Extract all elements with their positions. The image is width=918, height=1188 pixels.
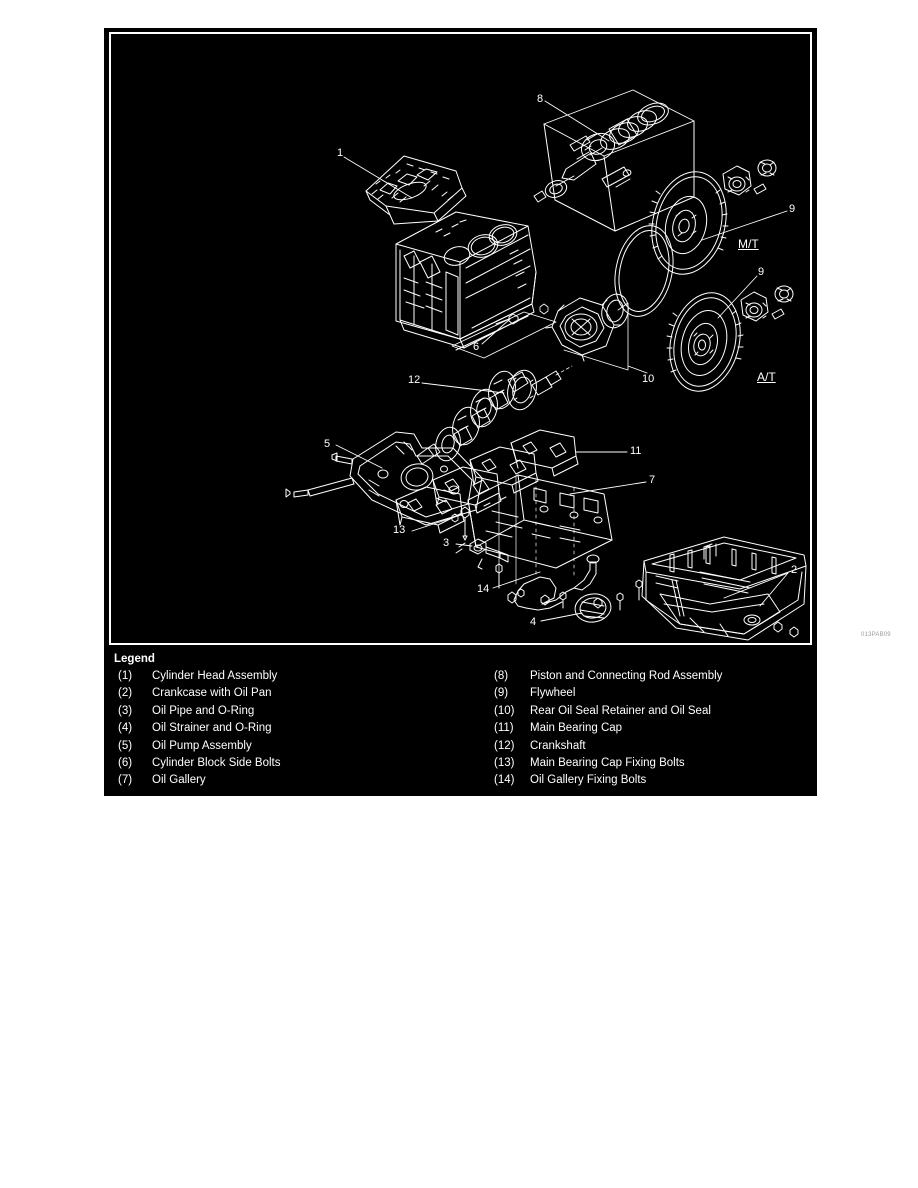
part-cylinder-head-assembly bbox=[365, 155, 467, 225]
part-cylinder-block bbox=[395, 211, 557, 359]
legend-item-label: Rear Oil Seal Retainer and Oil Seal bbox=[530, 704, 711, 717]
legend-item: (9) Flywheel bbox=[494, 687, 814, 704]
legend-item-label: Oil Strainer and O-Ring bbox=[152, 722, 272, 735]
legend-item: (12) Crankshaft bbox=[494, 740, 814, 757]
legend-item-number: (2) bbox=[118, 687, 133, 700]
callout-2: 2 bbox=[791, 564, 798, 576]
callout-1: 1 bbox=[337, 147, 344, 159]
legend-item-label: Oil Gallery bbox=[152, 774, 206, 787]
legend-item-label: Crankcase with Oil Pan bbox=[152, 687, 272, 700]
legend-title: Legend bbox=[114, 653, 155, 665]
legend-block: Legend (1) Cylinder Head Assembly (2) Cr… bbox=[104, 652, 817, 796]
legend-item-number: (14) bbox=[494, 774, 515, 787]
callout-leader-lines bbox=[335, 100, 789, 622]
part-flywheel-at bbox=[666, 285, 794, 392]
part-crankcase-with-oil-pan bbox=[635, 536, 807, 641]
figure-code: 013PAB09 bbox=[861, 632, 891, 638]
part-main-bearing-cap-fixing-bolts bbox=[451, 506, 470, 541]
legend-item-number: (8) bbox=[494, 670, 509, 682]
callout-14: 14 bbox=[477, 583, 490, 595]
legend-item: (6) Cylinder Block Side Bolts bbox=[118, 757, 448, 774]
legend-item-label: Main Bearing Cap bbox=[530, 722, 623, 735]
drawing-frame-border bbox=[109, 32, 812, 645]
legend-item-label: Piston and Connecting Rod Assembly bbox=[530, 670, 723, 682]
callout-7: 7 bbox=[649, 474, 656, 486]
legend-item-label: Flywheel bbox=[530, 687, 576, 700]
callout-13: 13 bbox=[393, 524, 406, 536]
legend-item-number: (13) bbox=[494, 756, 515, 769]
legend-item: (1) Cylinder Head Assembly bbox=[118, 670, 448, 687]
callout-12: 12 bbox=[408, 374, 421, 386]
legend-item: (7) Oil Gallery bbox=[118, 774, 448, 791]
engine-exploded-view-figure: 1 8 9 9 6 10 12 5 11 7 13 3 14 2 4 M/T A… bbox=[104, 28, 891, 796]
legend-item: (4) Oil Strainer and O-Ring bbox=[118, 722, 448, 739]
callout-5: 5 bbox=[324, 438, 331, 450]
part-rear-oil-seal-retainer bbox=[545, 225, 674, 371]
legend-column-right: (8) Piston and Connecting Rod Assembly (… bbox=[494, 670, 814, 792]
part-oil-pump-assembly bbox=[285, 431, 483, 526]
callout-9-at: 9 bbox=[758, 266, 765, 278]
part-oil-gallery bbox=[467, 474, 613, 585]
legend-item: (2) Crankcase with Oil Pan bbox=[118, 687, 448, 704]
callout-4: 4 bbox=[530, 616, 537, 628]
callout-10: 10 bbox=[642, 373, 655, 385]
part-piston-connecting-rod-assembly bbox=[533, 89, 695, 232]
part-cylinder-block-side-bolts bbox=[495, 303, 549, 325]
part-oil-strainer-and-oring bbox=[513, 554, 612, 623]
legend-item: (10) Rear Oil Seal Retainer and Oil Seal bbox=[494, 705, 814, 722]
legend-item-label: Oil Pump Assembly bbox=[152, 739, 252, 752]
legend-item: (5) Oil Pump Assembly bbox=[118, 740, 448, 757]
callout-3: 3 bbox=[443, 537, 450, 549]
legend-item-number: (1) bbox=[118, 670, 133, 682]
callout-6: 6 bbox=[473, 341, 480, 353]
variant-label-at: A/T bbox=[757, 370, 776, 384]
legend-item-label: Oil Gallery Fixing Bolts bbox=[530, 774, 647, 787]
legend-item-number: (11) bbox=[494, 722, 514, 735]
legend-item-number: (12) bbox=[494, 739, 515, 752]
legend-item-number: (9) bbox=[494, 687, 509, 700]
legend-item-number: (7) bbox=[118, 774, 133, 787]
legend-item-label: Cylinder Head Assembly bbox=[152, 670, 278, 682]
engine-diagram-drawing bbox=[285, 89, 807, 641]
legend-item-number: (6) bbox=[118, 756, 133, 769]
legend-item-label: Oil Pipe and O-Ring bbox=[152, 704, 255, 717]
legend-item: (13) Main Bearing Cap Fixing Bolts bbox=[494, 757, 814, 774]
legend-item-number: (10) bbox=[494, 704, 515, 717]
legend-item: (3) Oil Pipe and O-Ring bbox=[118, 705, 448, 722]
legend-column-left: (1) Cylinder Head Assembly (2) Crankcase… bbox=[118, 670, 448, 792]
variant-label-mt: M/T bbox=[738, 237, 759, 251]
callout-8: 8 bbox=[537, 93, 544, 105]
legend-item: (8) Piston and Connecting Rod Assembly bbox=[494, 670, 814, 687]
part-flywheel-mt bbox=[648, 159, 777, 275]
legend-item-number: (3) bbox=[118, 704, 133, 717]
legend-item-label: Main Bearing Cap Fixing Bolts bbox=[530, 756, 685, 769]
legend-item-label: Crankshaft bbox=[530, 739, 586, 752]
part-main-bearing-caps bbox=[395, 429, 579, 534]
legend-item-number: (4) bbox=[118, 722, 133, 735]
callout-9-mt: 9 bbox=[789, 203, 796, 215]
legend-item-label: Cylinder Block Side Bolts bbox=[152, 756, 281, 769]
callout-11: 11 bbox=[630, 445, 642, 457]
legend-item: (11) Main Bearing Cap bbox=[494, 722, 814, 739]
legend-item-number: (5) bbox=[118, 739, 133, 752]
legend-item: (14) Oil Gallery Fixing Bolts bbox=[494, 774, 814, 791]
